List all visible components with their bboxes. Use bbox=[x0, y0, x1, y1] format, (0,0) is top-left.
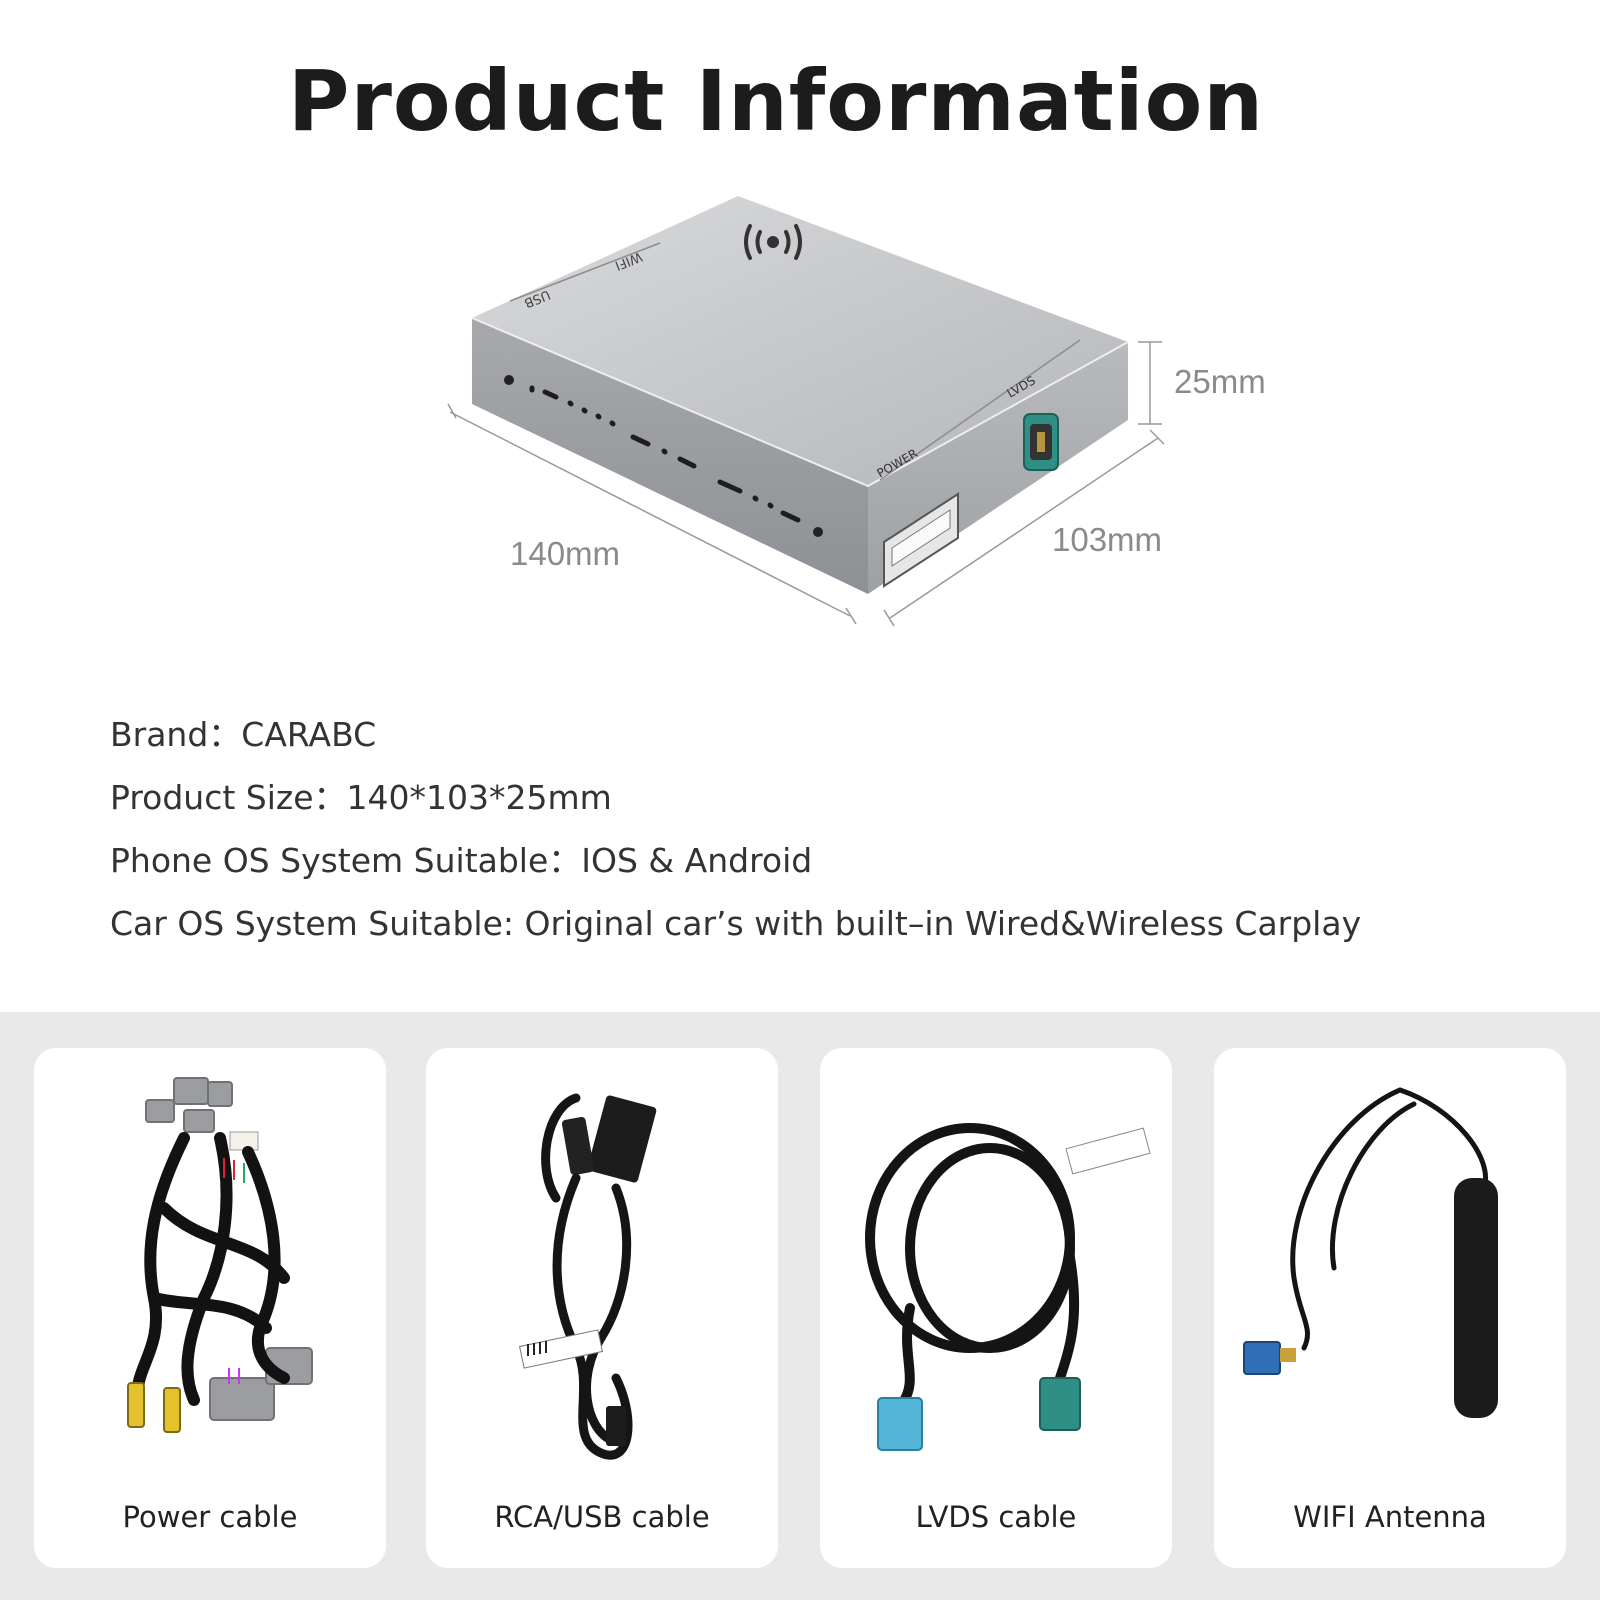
height-dimension: 25mm bbox=[1174, 363, 1266, 400]
spec-list: Brand：CARABC Product Size：140*103*25mm P… bbox=[110, 715, 1361, 967]
screw-icon bbox=[504, 375, 514, 385]
accessory-card-wifi-antenna: WIFI Antenna bbox=[1214, 1048, 1566, 1568]
lvds-cable-icon bbox=[865, 1123, 1151, 1451]
accessory-label: RCA/USB cable bbox=[494, 1500, 710, 1534]
power-cable-icon bbox=[127, 1077, 313, 1433]
depth-dimension: 103mm bbox=[1052, 521, 1162, 558]
page-title: Product Information bbox=[287, 52, 1265, 150]
device-illustration: USB WIFI POWER LVDS bbox=[447, 196, 1266, 627]
width-dimension: 140mm bbox=[510, 535, 620, 572]
accessory-label: LVDS cable bbox=[915, 1500, 1077, 1534]
accessory-label: WIFI Antenna bbox=[1293, 1500, 1487, 1534]
vent-slots bbox=[529, 385, 801, 523]
spec-car-os: Car OS System Suitable: Original car’s w… bbox=[110, 904, 1362, 943]
accessory-card-power-cable: Power cable bbox=[34, 1048, 386, 1568]
spec-brand: Brand：CARABC bbox=[110, 715, 377, 754]
spec-phone-os: Phone OS System Suitable：IOS & Android bbox=[110, 841, 813, 880]
rca-usb-cable-icon bbox=[518, 1093, 657, 1460]
spec-product-size: Product Size：140*103*25mm bbox=[110, 778, 612, 817]
accessory-card-lvds-cable: LVDS cable bbox=[820, 1048, 1172, 1568]
accessory-card-rca-usb-cable: RCA/USB cable bbox=[426, 1048, 778, 1568]
wireless-signal-icon bbox=[744, 224, 802, 260]
wifi-antenna-icon bbox=[1243, 1087, 1498, 1418]
accessory-label: Power cable bbox=[122, 1500, 298, 1534]
device-top-face bbox=[472, 196, 1128, 486]
screw-icon bbox=[813, 527, 823, 537]
device-front-face bbox=[472, 318, 868, 594]
lvds-port-icon bbox=[1023, 413, 1059, 471]
